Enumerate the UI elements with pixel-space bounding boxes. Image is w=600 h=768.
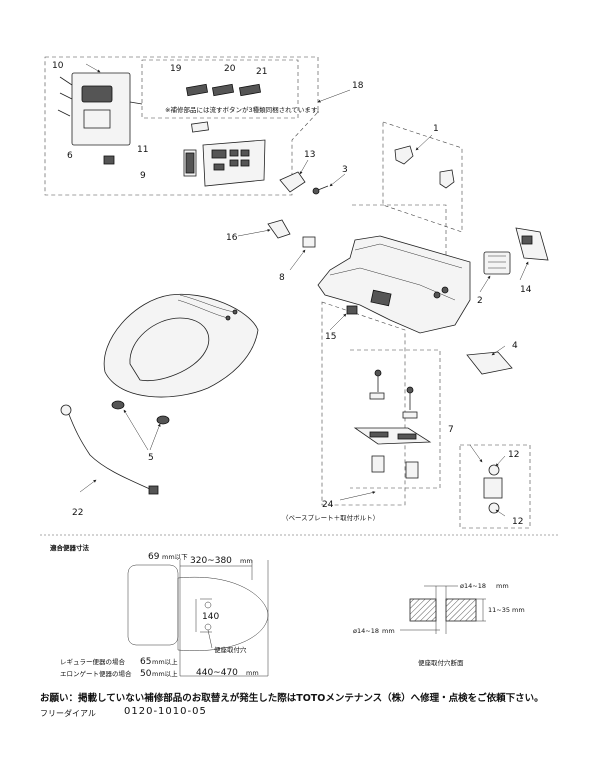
side-cap-part [279,171,306,193]
label-7: 7 [448,425,454,435]
flush-button-20 [211,83,235,97]
label-14: 14 [520,285,532,295]
hole-dim-top-unit: mm [496,582,509,590]
label-6: 6 [67,151,73,161]
label-22: 22 [72,508,83,518]
mounting-plate-part [466,351,513,375]
label-4: 4 [512,341,518,351]
regular-label: レギュラー便器の場合 [60,657,126,666]
filter-part [483,251,511,275]
label-10: 10 [52,61,64,71]
label-18: 18 [352,81,364,91]
compatible-dimensions-section: 適合便器寸法 69 mm以下 320~380 mm 140 便座取付穴 レギュラ… [50,543,525,679]
footer-dial-number: 0120-1010-05 [124,706,207,717]
label-15: 15 [325,332,336,342]
label-13: 13 [304,150,315,160]
label-21: 21 [256,67,267,77]
hole-dim-top: ø14~18 [460,582,486,590]
flush-button-21 [238,83,262,97]
toilet-seat-group [60,293,259,495]
hole-section-right [445,598,477,622]
valve-part [483,477,503,499]
sensor-part [346,305,358,315]
dim-69-unit: mm以下 [162,553,188,561]
tank-outline [127,564,179,646]
hole-section-left [409,598,437,622]
main-unit-group [267,121,549,529]
footer-request: お願い：掲載していない補修部品のお取替えが発生した際はTOTOメンテナンス（株）… [40,693,544,704]
remote-control-group: ※補修部品には流すボタンが3種類同梱されています。 [44,56,323,196]
label-24: 24 [322,500,334,510]
label-8: 8 [279,273,285,283]
bracket-part [302,236,316,248]
dim-320-unit: mm [240,557,253,565]
dimensions-title: 適合便器寸法 [50,543,90,552]
dim-140: 140 [202,612,219,622]
main-body-unit [317,235,471,334]
label-11: 11 [137,145,148,155]
screw-part [312,187,320,195]
seat-bumper-left [111,400,125,410]
clip-part [267,219,291,239]
leader-lines [79,63,529,517]
o-ring-bottom [488,502,500,514]
small-clip-part [103,155,115,165]
label-19: 19 [170,64,182,74]
hole-label-small: 便座取付穴 [214,645,247,654]
dim-320: 320~380 [190,556,232,566]
label-1: 1 [433,124,439,134]
hole-dim-side-unit: mm [512,606,525,614]
label-12-top: 12 [508,450,519,460]
bowl-outline [177,576,269,651]
hole-dim-side: 11~35 [488,606,510,614]
part-numbers: 10 6 11 9 19 20 21 18 1 13 3 16 8 2 14 1… [52,61,532,527]
hole-dim-bottom: ø14~18 [353,627,379,635]
knob-part-a [394,145,414,165]
supply-hose [67,411,153,491]
elongated-unit: mm以上 [152,669,178,678]
label-3: 3 [342,165,348,175]
label-9: 9 [140,171,146,181]
hole-caption: 便座取付穴断面 [418,658,464,667]
dim-440: 440~470 [196,668,238,678]
flush-button-19 [185,83,209,97]
seat-bumper-right [156,415,170,425]
elongated-value: 50 [140,669,152,679]
footer-dial-label: フリーダイアル [40,709,96,718]
knob-part-b [439,169,455,189]
label-20: 20 [224,64,236,74]
regular-unit: mm以上 [152,657,178,666]
remote-note: ※補修部品には流すボタンが3種類同梱されています。 [165,105,323,114]
label-12-bottom: 12 [512,517,523,527]
label-2: 2 [477,296,483,306]
label-16: 16 [226,233,238,243]
dim-69: 69 [148,552,160,562]
base-plate-caption: （ベースプレート＋取付ボルト） [282,513,379,522]
elongated-label: エロンゲート便器の場合 [60,669,132,678]
hole-dim-bottom-unit: mm [382,627,395,635]
regular-value: 65 [140,657,151,667]
wall-bracket-part [71,72,131,146]
dim-440-unit: mm [246,669,259,677]
o-ring-top [488,464,500,476]
base-plate-part [353,427,432,445]
label-5: 5 [148,453,154,463]
